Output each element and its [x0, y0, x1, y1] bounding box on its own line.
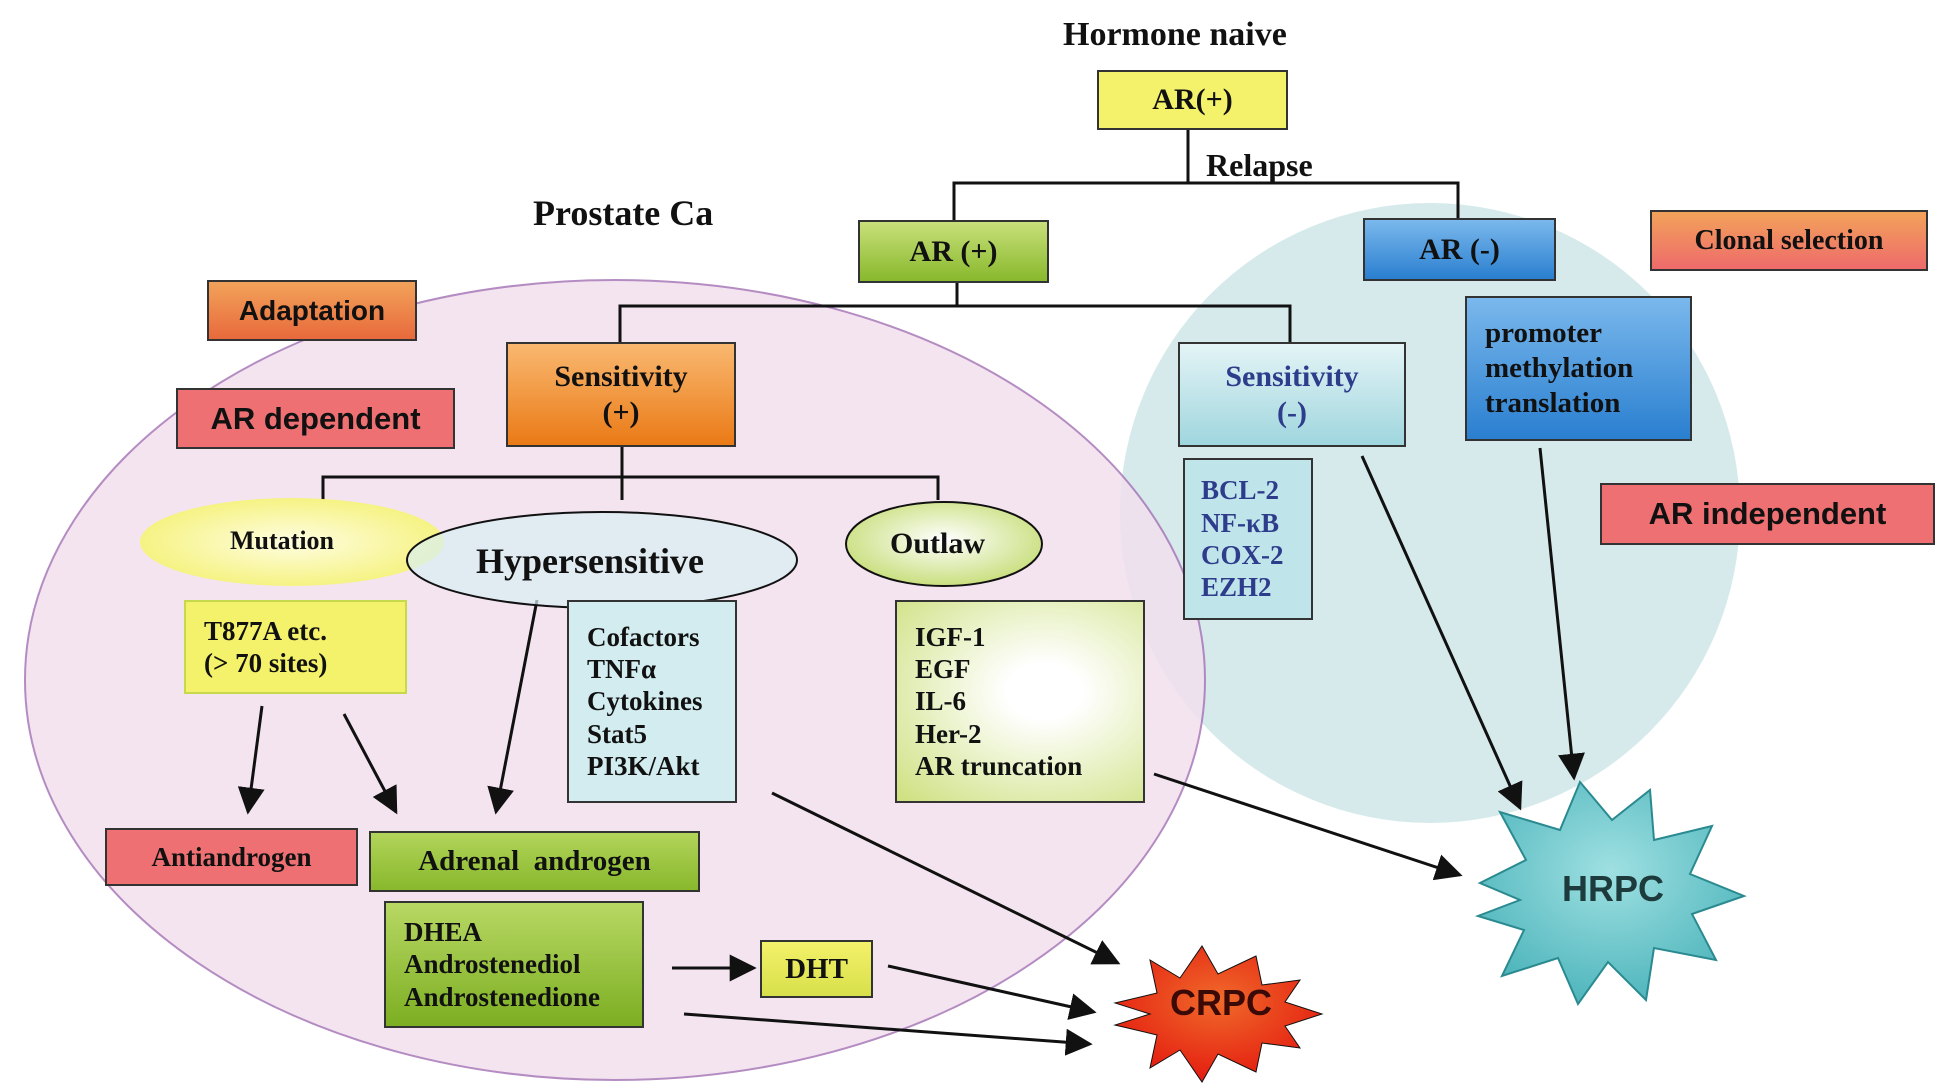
- pi3k-item: PI3K/Akt: [587, 751, 700, 782]
- arrows: [237, 447, 1585, 1056]
- hypersensitive-label: Hypersensitive: [476, 541, 704, 581]
- tree-connectors: [321, 130, 1460, 500]
- adrenal-androgen-box: Adrenal androgen: [369, 831, 700, 892]
- ar-negative-text: AR (-): [1419, 232, 1500, 266]
- dhea-item: DHEA: [404, 916, 483, 947]
- relapse-label: Relapse: [1206, 147, 1313, 183]
- hormone-naive-label: Hormone naive: [1063, 16, 1287, 53]
- outlaw-ellipse-shape: [845, 501, 1043, 587]
- mutation-label: Mutation: [230, 526, 334, 555]
- ar-negative-box: AR (-): [1363, 218, 1556, 281]
- her2-item: Her-2: [915, 718, 982, 749]
- ar-truncation-item: AR truncation: [915, 751, 1083, 782]
- prostate-ca-label: Prostate Ca: [533, 193, 714, 233]
- il6-item: IL-6: [915, 686, 967, 717]
- cofactors-item: Cofactors: [587, 621, 700, 652]
- ar-independent-text: AR independent: [1648, 496, 1887, 531]
- cofactors-box: Cofactors TNFα Cytokines Stat5 PI3K/Akt: [567, 600, 737, 803]
- outlaw-label: Outlaw: [890, 527, 986, 560]
- sensitivity-negative-line-2: (-): [1277, 395, 1307, 429]
- dht-text: DHT: [785, 952, 848, 985]
- adaptation-tag: Adaptation: [207, 280, 417, 341]
- ar-naive-text: AR(+): [1152, 83, 1233, 116]
- promoter-item: promoter: [1485, 317, 1603, 350]
- nfkb-item: NF-κB: [1201, 507, 1279, 538]
- androstenediol-item: Androstenediol: [404, 949, 581, 980]
- bcl2-list-box: BCL-2 NF-κB COX-2 EZH2: [1183, 458, 1313, 620]
- adrenal-androgen-text: Adrenal androgen: [418, 845, 651, 877]
- ar-independent-tag: AR independent: [1600, 483, 1935, 545]
- ar-dependent-tag: AR dependent: [176, 388, 455, 449]
- adaptation-text: Adaptation: [238, 294, 386, 326]
- bcl2-item: BCL-2: [1201, 475, 1280, 506]
- t877a-box: T877A etc. (> 70 sites): [184, 600, 407, 694]
- ar-dependent-text: AR dependent: [210, 400, 421, 436]
- hrpc-label: HRPC: [1562, 868, 1665, 909]
- clonal-selection-text: Clonal selection: [1694, 224, 1884, 256]
- clonal-selection-tag: Clonal selection: [1650, 210, 1928, 271]
- androstenedione-item: Androstenedione: [404, 981, 601, 1012]
- hrpc-burst-shape: [1474, 780, 1747, 1007]
- ar-naive-box: AR(+): [1097, 70, 1288, 130]
- sensitivity-negative-line-1: Sensitivity: [1225, 359, 1359, 393]
- ar-positive-box: AR (+): [858, 220, 1049, 283]
- sensitivity-positive-line-2: (+): [602, 395, 640, 429]
- stat5-item: Stat5: [587, 718, 647, 749]
- t877a-line-2: (> 70 sites): [204, 648, 328, 678]
- dhea-box: DHEA Androstenediol Androstenedione: [384, 901, 644, 1028]
- sensitivity-positive-line-1: Sensitivity: [554, 359, 688, 393]
- mutation-ellipse-shape: [140, 498, 444, 586]
- egf-item: EGF: [915, 653, 971, 684]
- dht-box: DHT: [760, 940, 873, 998]
- igf-box: IGF-1 EGF IL-6 Her-2 AR truncation: [895, 600, 1145, 803]
- igf1-item: IGF-1: [915, 621, 986, 652]
- cytokines-item: Cytokines: [587, 686, 703, 717]
- ezh2-item: EZH2: [1201, 572, 1272, 603]
- crpc-label: CRPC: [1170, 982, 1273, 1023]
- promoter-list-box: promoter methylation translation: [1465, 296, 1692, 441]
- t877a-line-1: T877A etc.: [204, 615, 327, 646]
- tnf-item: TNFα: [587, 653, 657, 684]
- translation-item: translation: [1485, 386, 1621, 419]
- antiandrogen-text: Antiandrogen: [151, 841, 312, 872]
- sensitivity-negative-box: Sensitivity (-): [1178, 342, 1406, 447]
- cox2-item: COX-2: [1201, 540, 1284, 570]
- crpc-burst-shape: [1113, 945, 1324, 1083]
- ar-positive-text: AR (+): [909, 234, 998, 268]
- antiandrogen-box: Antiandrogen: [105, 828, 358, 886]
- sensitivity-positive-box: Sensitivity (+): [506, 342, 736, 447]
- methylation-item: methylation: [1485, 352, 1634, 385]
